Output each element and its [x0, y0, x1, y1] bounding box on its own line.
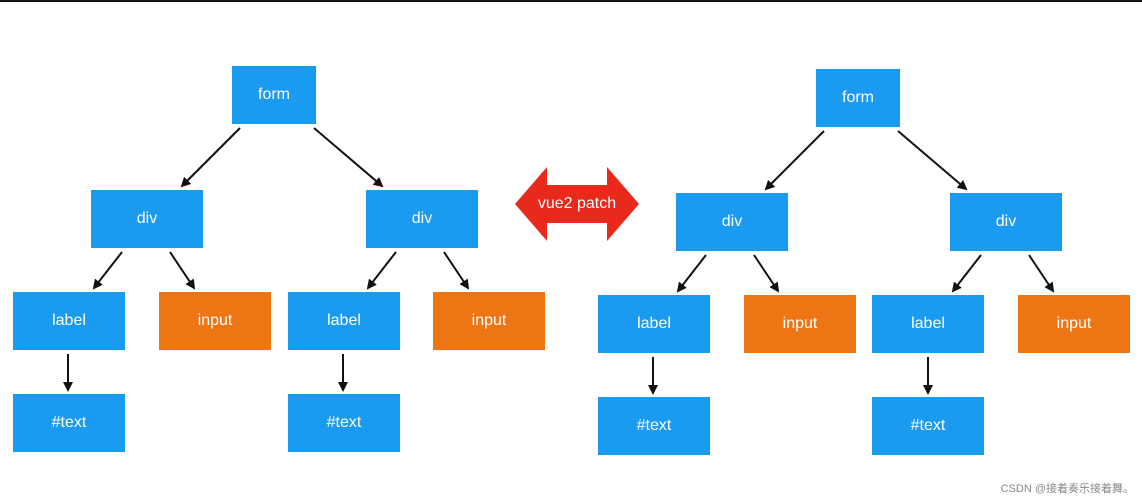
edge-div-label-left-2	[676, 254, 707, 293]
node-input-right-2: input	[1018, 295, 1130, 353]
edge-div-input-left-2	[753, 254, 780, 293]
node-div-right-2: div	[950, 193, 1062, 251]
edge-form-div-left	[180, 127, 241, 188]
double-arrow-icon	[515, 167, 639, 241]
node-text-right: #text	[288, 394, 400, 452]
node-form-2: form	[816, 69, 900, 127]
node-label-left-2: label	[598, 295, 710, 353]
top-border-line	[0, 0, 1142, 2]
node-label-right-2: label	[872, 295, 984, 353]
node-form: form	[232, 66, 316, 124]
vue2-patch-badge: vue2 patch	[513, 165, 641, 243]
badge-label: vue2 patch	[537, 195, 617, 212]
node-div-left: div	[91, 190, 203, 248]
edge-form-div-right-2	[897, 130, 968, 191]
node-input-right: input	[433, 292, 545, 350]
node-text-right-2: #text	[872, 397, 984, 455]
node-div-right: div	[366, 190, 478, 248]
edge-div-label-right	[366, 251, 397, 290]
node-div-left-2: div	[676, 193, 788, 251]
watermark: CSDN @接着奏乐接着舞。	[1000, 483, 1134, 495]
edge-div-input-right	[443, 251, 470, 290]
edge-div-input-right-2	[1028, 254, 1055, 293]
node-label-right: label	[288, 292, 400, 350]
edge-div-input-left	[169, 251, 196, 290]
node-text-left-2: #text	[598, 397, 710, 455]
node-input-left-2: input	[744, 295, 856, 353]
edge-form-div-left-2	[764, 130, 825, 191]
node-text-left: #text	[13, 394, 125, 452]
node-label-left: label	[13, 292, 125, 350]
edge-div-label-left	[92, 251, 123, 290]
edge-form-div-right	[313, 127, 384, 188]
node-input-left: input	[159, 292, 271, 350]
edge-div-label-right-2	[951, 254, 982, 293]
